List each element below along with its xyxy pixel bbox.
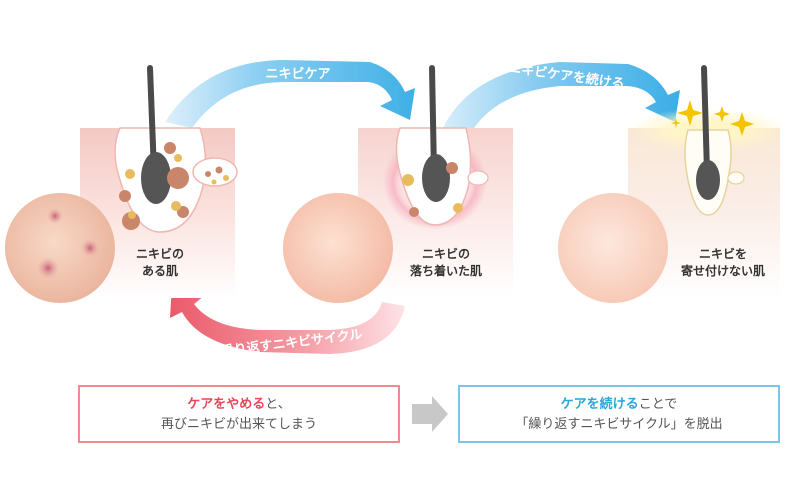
sparkle-icon (671, 100, 754, 136)
continue-care-box: ケアを続けることで 「繰り返すニキビサイクル」を脱出 (458, 385, 780, 443)
continue-care-line1: ケアを続けることで (460, 395, 778, 415)
arrow-right-icon (412, 396, 448, 432)
stop-care-box: ケアをやめると、 再びニキビが出来てしまう (78, 385, 400, 443)
stage1-skin-closeup (5, 193, 115, 303)
stage2-skin-closeup (283, 193, 393, 303)
stage3-label-line1: ニキビを (698, 247, 747, 261)
stop-care-line1: ケアをやめると、 (80, 395, 398, 415)
stage3-label: ニキビを 寄せ付けない肌 (668, 246, 778, 280)
repeat-cycle-arrow (170, 284, 405, 354)
stage1-label: ニキビの ある肌 (120, 246, 200, 280)
continue-care-line2: 「繰り返すニキビサイクル」を脱出 (515, 417, 723, 432)
continue-care-emphasis: ケアを続ける (560, 397, 639, 412)
stage1-skin-diagram (80, 65, 238, 298)
stop-care-rest: と、 (265, 397, 291, 412)
stage1-label-line2: ある肌 (141, 264, 178, 278)
stop-care-emphasis: ケアをやめる (187, 397, 266, 412)
stage2-skin-diagram (358, 65, 513, 298)
stop-care-line2: 再びニキビが出来てしまう (160, 417, 317, 432)
continue-care-arrow (442, 62, 680, 134)
stage1-label-line1: ニキビの (135, 247, 184, 261)
stage3-skin-closeup (558, 193, 668, 303)
stage3-label-line2: 寄せ付けない肌 (680, 264, 765, 278)
care-arrow (165, 60, 415, 128)
stage2-label-line1: ニキビの (421, 247, 470, 261)
continue-care-rest: ことで (638, 397, 678, 412)
care-arrow-label: ニキビケア (265, 66, 330, 82)
stage2-label-line2: 落ち着いた肌 (409, 264, 482, 278)
stage2-label: ニキビの 落ち着いた肌 (396, 246, 496, 280)
